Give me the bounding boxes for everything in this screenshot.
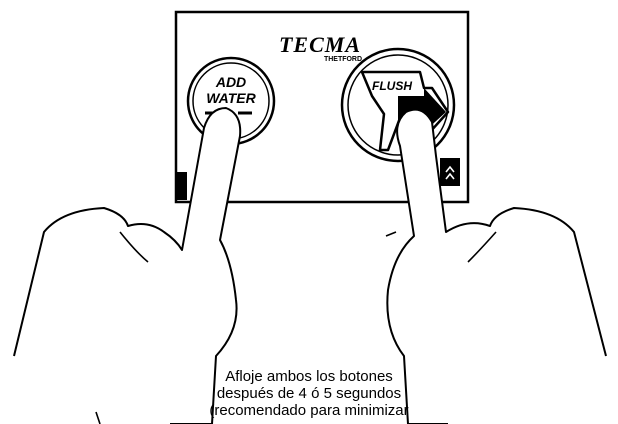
svg-text:THETFORD: THETFORD [324,56,362,63]
add-water-label-line1: ADD [215,74,246,90]
add-water-label-line2: WATER [206,90,256,106]
flush-label: FLUSH [372,79,412,93]
flush-button[interactable]: FLUSH [342,49,454,161]
caption-line-2: después de 4 ó 5 segundos [0,385,618,402]
caption-line-3: (recomendado para minimizar [0,402,618,419]
caption-line-1: Afloje ambos los botones [0,368,618,385]
svg-text:TECMA: TECMA [279,32,361,57]
instruction-caption: Afloje ambos los botones después de 4 ó … [0,368,618,419]
